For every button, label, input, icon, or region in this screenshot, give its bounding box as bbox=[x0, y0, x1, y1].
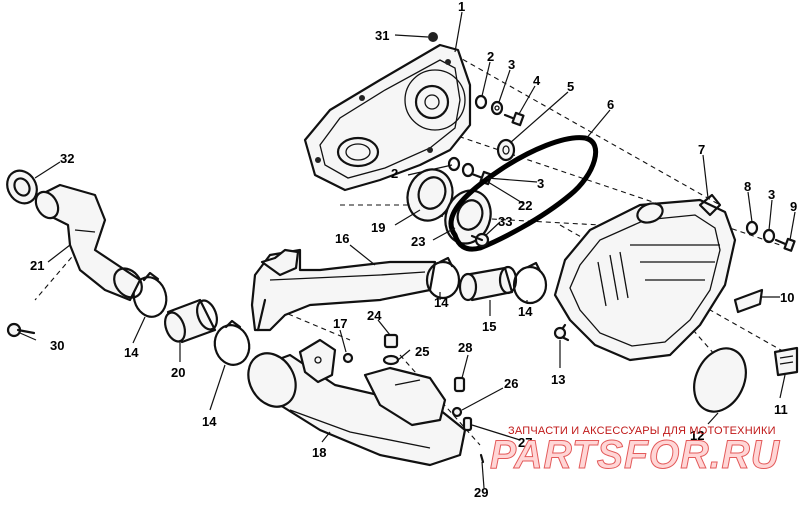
clamps-14 bbox=[132, 256, 548, 366]
lower-cover-plate bbox=[363, 366, 447, 427]
callout-1: 1 bbox=[458, 0, 465, 14]
upper-hardware bbox=[474, 94, 525, 127]
callout-20: 20 bbox=[171, 365, 185, 380]
callout-21: 21 bbox=[30, 258, 44, 273]
muffler-18 bbox=[247, 352, 467, 467]
right-hardware bbox=[745, 220, 796, 252]
screw-30 bbox=[6, 322, 36, 338]
screw-13 bbox=[553, 326, 567, 340]
callout-28: 28 bbox=[458, 340, 472, 355]
sleeve-15 bbox=[458, 265, 518, 302]
callout-4: 4 bbox=[533, 73, 541, 88]
callout-9: 9 bbox=[790, 199, 797, 214]
bolt-33 bbox=[470, 232, 490, 248]
callout-32: 32 bbox=[60, 151, 74, 166]
callout-12: 12 bbox=[690, 428, 704, 443]
bracket-17 bbox=[298, 338, 354, 384]
callout-33: 33 bbox=[498, 214, 512, 229]
watermark-logo: PARTSFOR.RU bbox=[490, 433, 780, 477]
drive-belt-6 bbox=[448, 135, 599, 252]
callout-3: 3 bbox=[508, 57, 515, 72]
callout-17: 17 bbox=[333, 316, 347, 331]
callout-16: 16 bbox=[335, 231, 349, 246]
callout-19: 19 bbox=[371, 220, 385, 235]
callout-23: 23 bbox=[411, 234, 425, 249]
callout-15: 15 bbox=[482, 319, 496, 334]
callout-25: 25 bbox=[415, 344, 429, 359]
callout-3-right: 3 bbox=[768, 187, 775, 202]
callout-18: 18 bbox=[312, 445, 326, 460]
callout-14-clamp-c: 14 bbox=[124, 345, 139, 360]
callout-29: 29 bbox=[474, 485, 488, 500]
callout-labels: 1 31 2 3 4 5 6 7 8 3 9 10 11 12 13 14 15… bbox=[30, 0, 797, 500]
callout-27: 27 bbox=[518, 435, 532, 450]
air-boot-21 bbox=[34, 183, 143, 302]
watermark: ЗАПЧАСТИ И АКСЕССУАРЫ ДЛЯ МОТОТЕХНИКИ PA… bbox=[490, 425, 780, 478]
callout-13: 13 bbox=[551, 372, 565, 387]
sleeve-20 bbox=[164, 298, 218, 344]
washer-5 bbox=[496, 138, 516, 162]
callout-6: 6 bbox=[607, 97, 614, 112]
callout-14-clamp-a: 14 bbox=[434, 295, 449, 310]
callout-30: 30 bbox=[50, 338, 64, 353]
bolt-31 bbox=[428, 32, 438, 42]
callout-24: 24 bbox=[367, 308, 382, 323]
callout-14-clamp-b: 14 bbox=[518, 304, 533, 319]
callout-2: 2 bbox=[487, 49, 494, 64]
callout-14-clamp-d: 14 bbox=[202, 414, 217, 429]
callout-31: 31 bbox=[375, 28, 389, 43]
leader-lines bbox=[19, 11, 796, 489]
pins-26-29 bbox=[451, 376, 485, 464]
callout-2-lower: 2 bbox=[391, 166, 398, 181]
bearing-32 bbox=[6, 169, 38, 205]
callout-8: 8 bbox=[744, 179, 751, 194]
callout-11: 11 bbox=[774, 402, 788, 417]
callout-10: 10 bbox=[780, 290, 794, 305]
callout-7: 7 bbox=[698, 142, 705, 157]
decal-11 bbox=[773, 346, 799, 377]
watermark-tagline: ЗАПЧАСТИ И АКСЕССУАРЫ ДЛЯ МОТОТЕХНИКИ bbox=[508, 425, 776, 437]
callout-5: 5 bbox=[567, 79, 574, 94]
callout-3-lower: 3 bbox=[537, 176, 544, 191]
inner-cover-plate bbox=[303, 43, 472, 192]
callout-22: 22 bbox=[518, 198, 532, 213]
label-10 bbox=[733, 288, 764, 314]
plug-24-25 bbox=[382, 333, 400, 366]
round-plate-12 bbox=[693, 347, 747, 413]
outer-clutch-cover bbox=[553, 193, 737, 362]
callout-26: 26 bbox=[504, 376, 518, 391]
